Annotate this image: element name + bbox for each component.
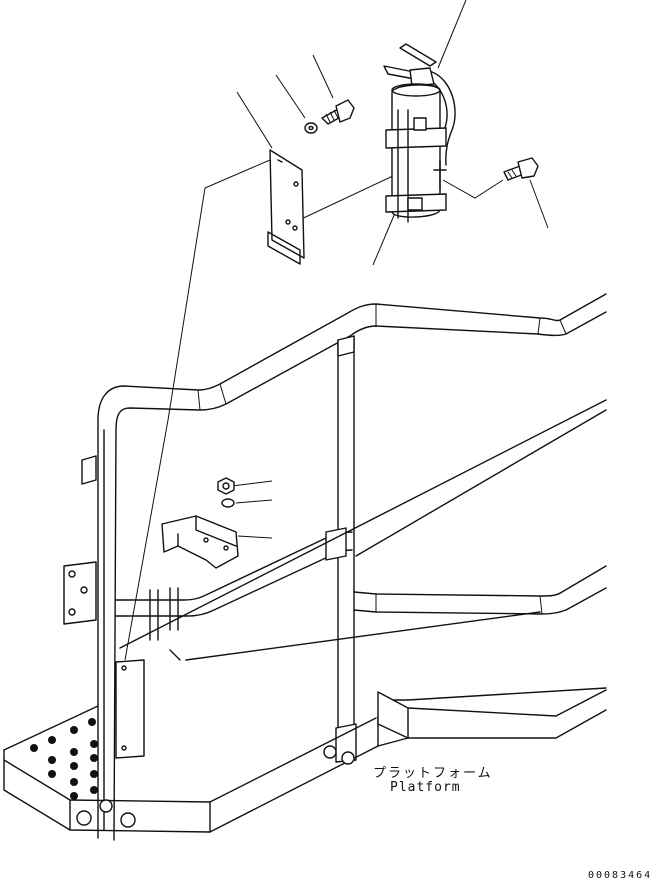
platform — [3, 659, 607, 833]
step-holes — [30, 718, 98, 800]
washer-and-bolt — [304, 99, 355, 134]
fire-extinguisher — [383, 43, 456, 223]
leader-lines — [124, 0, 549, 661]
frame-lines — [119, 399, 607, 661]
drawing-number: 00083464 — [588, 870, 653, 881]
nut-washer-bracket — [161, 477, 239, 569]
mounting-plate — [267, 149, 305, 265]
platform-label-jp: プラットフォーム — [373, 766, 493, 781]
bolt-right — [503, 157, 539, 181]
handrail — [63, 293, 607, 841]
platform-label-en: Platform — [390, 780, 461, 795]
